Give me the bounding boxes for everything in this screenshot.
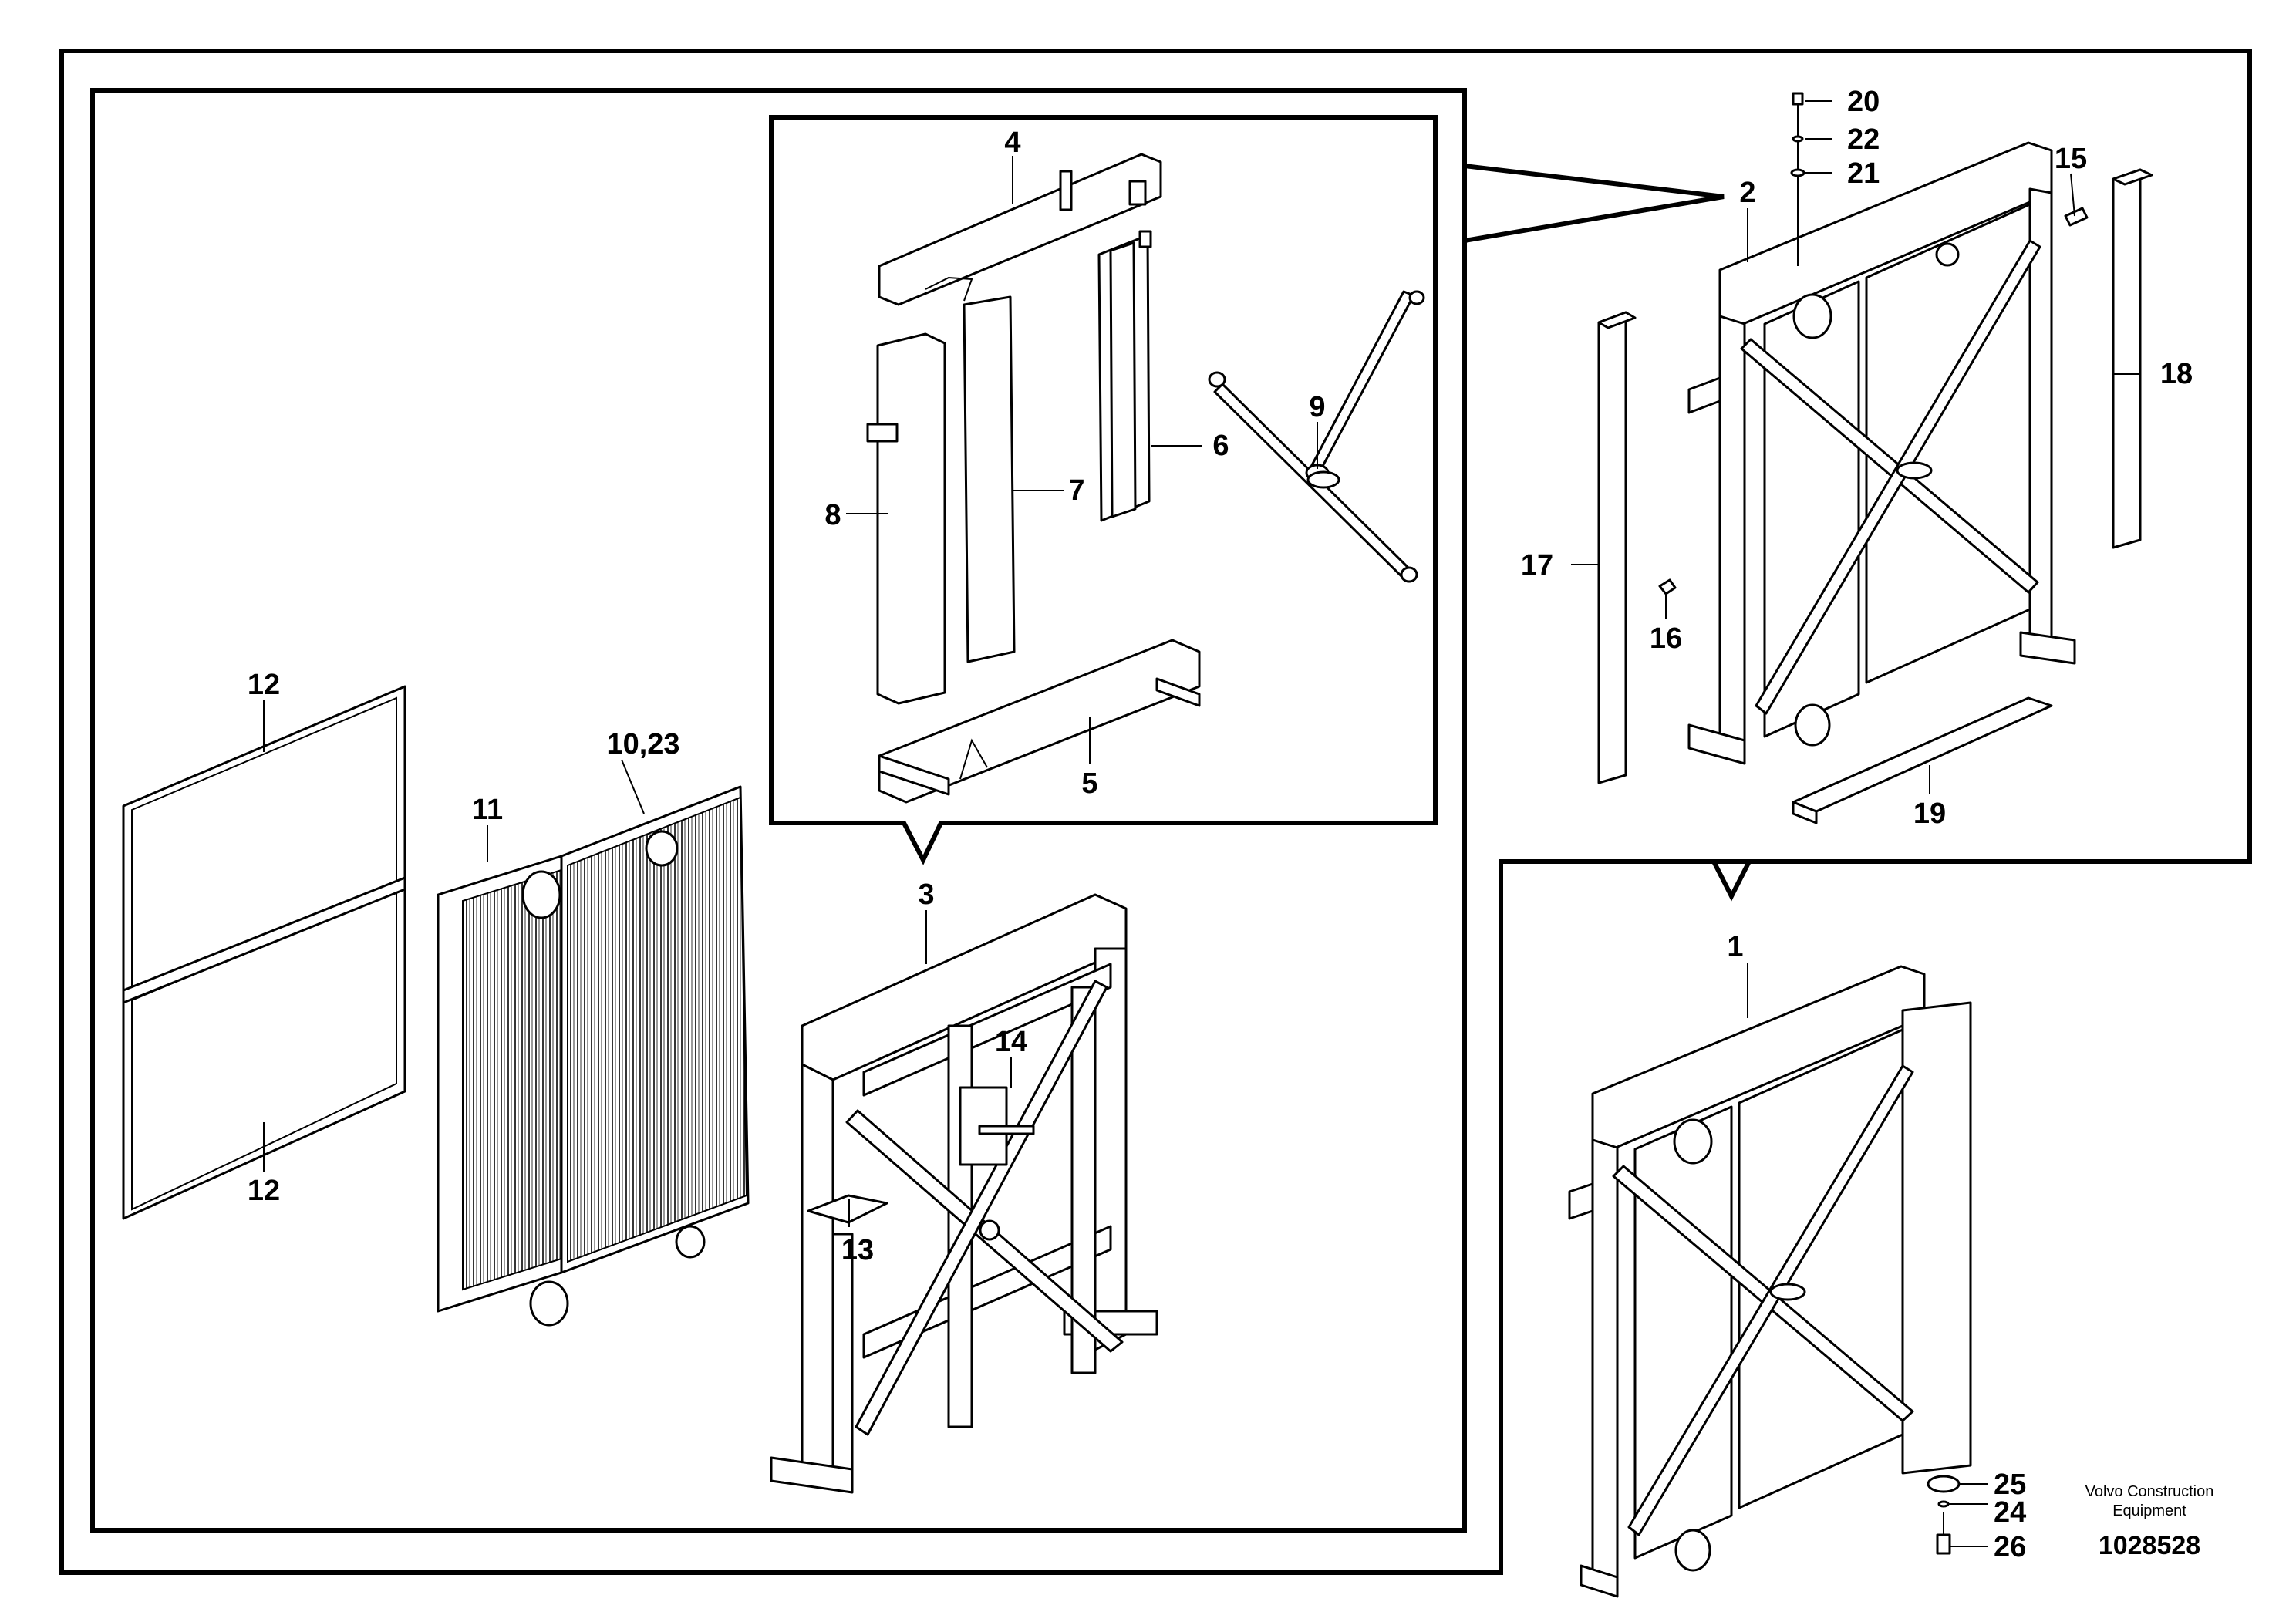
label-3: 3 [918,878,934,911]
side-plate-7 [963,295,1016,663]
label-11: 11 [472,794,503,826]
radiator-assembly-1 [1568,965,1972,1598]
side-plate-8 [866,332,946,705]
foam-strip-17 [1597,311,1637,784]
label-9: 9 [1309,391,1325,423]
label-17: 17 [1521,549,1553,582]
washer-24 [1937,1500,1950,1508]
bottom-bracket-5 [878,639,1201,804]
bolt-26 [1936,1512,1951,1555]
foam-strip-18 [2112,168,2153,549]
clip-16 [1658,578,1677,595]
radiator-assembly-2 [1687,141,2076,765]
washer-21 [1790,168,1805,177]
leader-lines [263,100,2140,1547]
radiator-core-11 [437,855,569,1327]
label-15: 15 [2055,143,2087,175]
top-bracket-4 [878,153,1162,306]
label-12-top: 12 [248,669,280,701]
label-22: 22 [1847,123,1880,156]
label-25: 25 [1994,1469,2026,1501]
label-6: 6 [1212,430,1229,462]
label-18: 18 [2160,358,2193,390]
radiator-core-10-23 [560,785,750,1274]
label-8: 8 [824,499,841,531]
label-12-bottom: 12 [248,1175,280,1207]
detail-frame [769,115,1438,865]
washer-22 [1792,135,1804,143]
label-10-23: 10,23 [606,728,679,760]
label-4: 4 [1004,126,1020,159]
label-7: 7 [1068,474,1084,507]
cross-brace-9 [1208,290,1425,583]
washer-25 [1927,1475,1961,1493]
bolt-20 [1792,92,1804,266]
label-2: 2 [1739,177,1755,209]
label-14: 14 [995,1026,1027,1058]
inner-frame-left [90,88,1467,1533]
caption-line-2: Equipment [2112,1502,2186,1519]
foam-strip-19 [1792,696,2053,824]
radiator-frame-3 [770,893,1158,1494]
label-19: 19 [1913,798,1946,830]
label-20: 20 [1847,86,1880,118]
label-5: 5 [1081,767,1097,800]
label-21: 21 [1847,157,1880,190]
label-24: 24 [1994,1496,2026,1529]
zoom-connector-bottom [1711,860,1752,902]
side-plate-6 [1097,230,1152,522]
filter-screen [122,685,406,1220]
label-13: 13 [841,1234,874,1266]
label-16: 16 [1650,622,1682,655]
caption-line-1: Volvo Construction [2085,1483,2214,1500]
label-1: 1 [1727,931,1743,963]
fitting-15 [2064,207,2089,227]
outer-frame [59,49,2252,1575]
document-number: 1028528 [2099,1531,2200,1560]
label-26: 26 [1994,1531,2026,1563]
zoom-connector-top [1464,164,1725,243]
